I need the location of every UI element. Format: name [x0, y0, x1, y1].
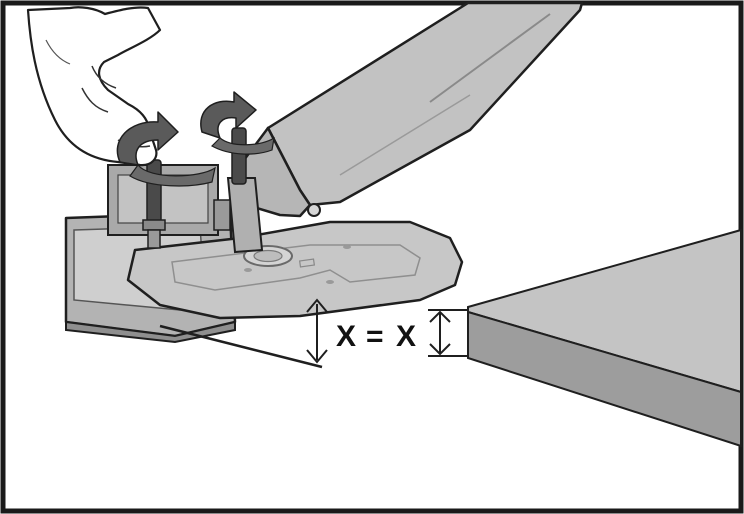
desk-thickness-measurement [428, 309, 468, 357]
plate-top [126, 220, 464, 320]
measure-arrow-icon [429, 343, 451, 356]
arm-upper [266, 1, 584, 207]
plate-screw-hole [326, 280, 334, 284]
arm-post [226, 177, 264, 254]
rotate-arrow-icon [116, 111, 216, 187]
arm-pivot [307, 203, 321, 217]
hand-icon [26, 6, 162, 167]
gap-measurement [159, 298, 328, 369]
measure-arrow-icon [429, 310, 451, 323]
hand-outline [26, 6, 162, 167]
measure-arrow-icon [306, 349, 328, 364]
equation-right: X [396, 320, 416, 353]
monitor-arm [226, 1, 584, 254]
equation-operator: = [366, 320, 384, 353]
knob-right[interactable] [231, 127, 247, 185]
knob-left[interactable] [146, 159, 162, 223]
plate-screw-hole [343, 245, 351, 249]
rotate-arrow-icon [200, 91, 275, 155]
desk [467, 228, 742, 448]
measure-arrow-icon [306, 298, 328, 313]
rotate-arrow-left [116, 111, 179, 166]
equation-left: X [336, 320, 356, 353]
gap-reference-line [159, 324, 323, 369]
rotate-arrow-right [200, 91, 257, 139]
plate-screw-hole [244, 268, 252, 272]
clamp-plate [126, 220, 464, 320]
